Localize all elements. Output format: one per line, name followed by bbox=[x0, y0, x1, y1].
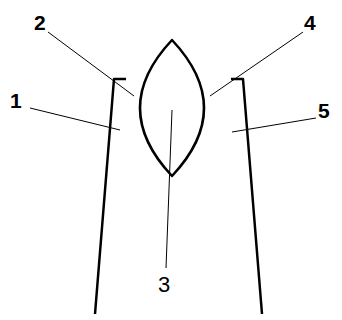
leader-line bbox=[232, 118, 316, 132]
left-outline bbox=[95, 79, 126, 314]
leader-line bbox=[166, 110, 172, 268]
callout-number: 2 bbox=[34, 12, 46, 33]
leader-line bbox=[48, 32, 134, 96]
callout-number: 4 bbox=[304, 12, 316, 33]
leader-line bbox=[210, 32, 303, 96]
callout-number: 3 bbox=[158, 274, 170, 296]
callout-number: 1 bbox=[10, 90, 22, 111]
lens-shape bbox=[140, 40, 204, 176]
callout-number: 5 bbox=[318, 100, 330, 121]
right-outline bbox=[231, 79, 262, 314]
leader-line bbox=[30, 108, 120, 130]
